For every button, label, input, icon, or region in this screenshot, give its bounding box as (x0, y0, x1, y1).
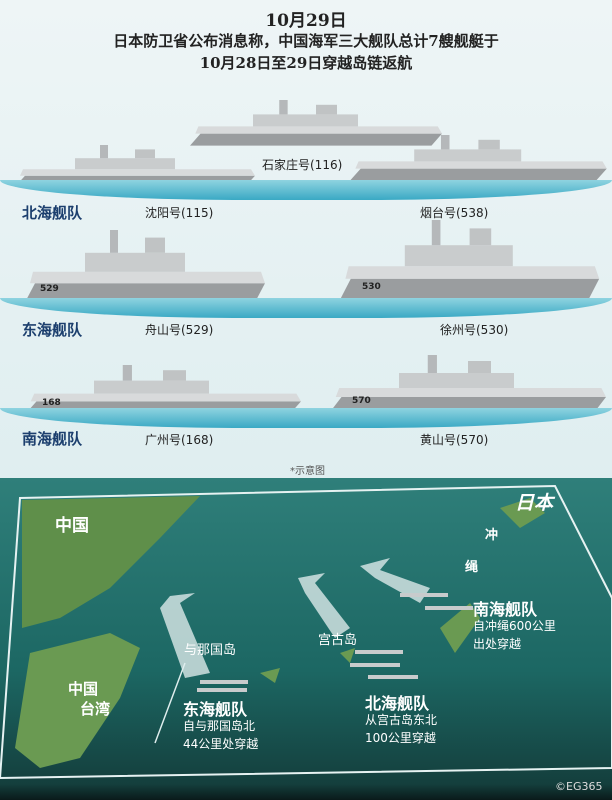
hull-number-huangshan: 570 (352, 396, 371, 406)
east-route-text: 44公里处穿越 (183, 737, 259, 751)
title-line2: 日本防卫省公布消息称，中国海军三大舰队总计7艘舰艇于 (113, 32, 499, 50)
title-date: 10月29日 (265, 11, 347, 31)
ship-name: 广州号(168) (145, 433, 214, 447)
label-china: 中国 (55, 516, 89, 536)
map: 中国 日本 冲 绳 中国 台湾 宫古岛 与那国岛 南海舰队 自冲绳600公里 出… (0, 478, 612, 800)
fleet-label-north: 北海舰队 (22, 204, 83, 222)
label-miyako: 宫古岛 (318, 633, 358, 648)
ship-guangzhou (25, 365, 301, 415)
east-route-text: 自与那国岛北 (183, 719, 256, 733)
ship-name: 徐州号(530) (440, 323, 509, 337)
label-yonaguni: 与那国岛 (184, 643, 237, 658)
fleet-label-south: 南海舰队 (22, 430, 83, 448)
schematic-note: *示意图 (290, 466, 325, 477)
water-band (0, 298, 612, 318)
hull-number-zhoushan: 529 (40, 284, 59, 294)
map-fleet-north: 北海舰队 (365, 694, 430, 713)
ship-name: 石家庄号(116) (262, 158, 343, 172)
ships-illustration (15, 100, 607, 415)
label-okinawa: 冲 (485, 528, 499, 543)
credit: ©EG365 (555, 780, 603, 793)
ship-shijiazhuang (190, 100, 442, 146)
ship-name: 黄山号(570) (420, 433, 489, 447)
label-taiwan: 台湾 (80, 700, 111, 718)
ship-name: 舟山号(529) (145, 323, 214, 337)
north-route-text: 100公里穿越 (365, 731, 436, 745)
north-route-text: 从宫古岛东北 (365, 713, 438, 727)
hull-number-xuzhou: 530 (362, 282, 381, 292)
ship-name: 沈阳号(115) (145, 206, 214, 220)
label-okinawa: 绳 (465, 560, 479, 575)
south-route-text: 出处穿越 (473, 637, 522, 651)
hull-number-guangzhou: 168 (42, 398, 61, 408)
map-fleet-south: 南海舰队 (473, 600, 538, 619)
map-fleet-east: 东海舰队 (183, 700, 248, 719)
ship-name: 烟台号(538) (420, 206, 489, 220)
label-japan: 日本 (515, 492, 554, 514)
south-route-text: 自冲绳600公里 (473, 619, 556, 633)
ship-zhoushan (25, 230, 265, 303)
water-band (0, 180, 612, 200)
title-line3: 10月28日至29日穿越岛链返航 (199, 54, 413, 72)
water-band (0, 408, 612, 428)
ship-huangshan (330, 355, 606, 412)
label-taiwan: 中国 (68, 680, 99, 698)
fleet-label-east: 东海舰队 (22, 321, 83, 339)
